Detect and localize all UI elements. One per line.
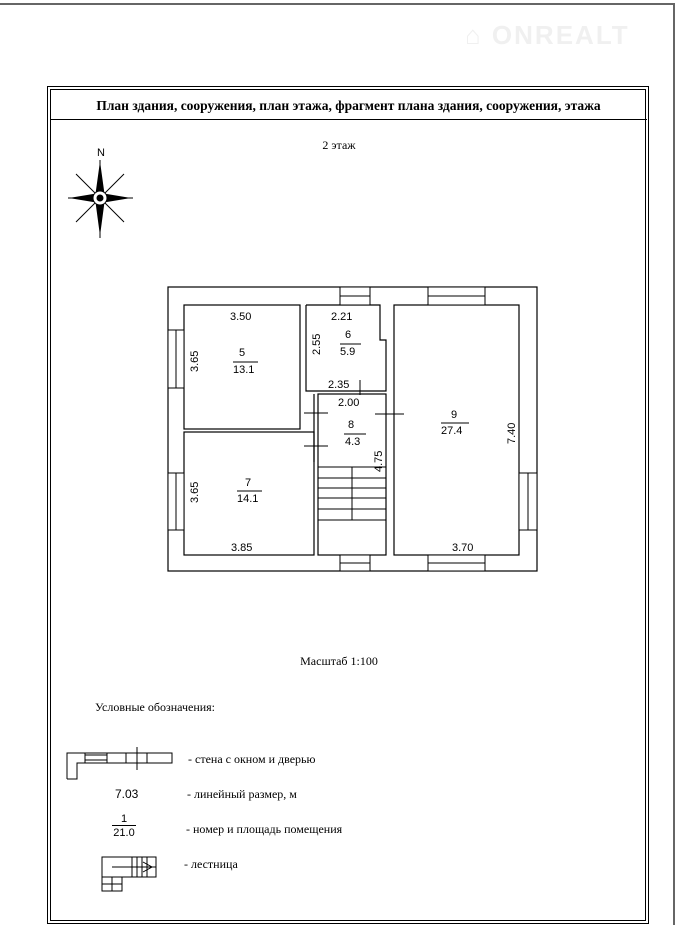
- svg-text:3.50: 3.50: [230, 311, 251, 323]
- svg-text:6: 6: [345, 329, 351, 341]
- legend-dimension-label: - линейный размер, м: [187, 787, 297, 801]
- compass-icon: N: [68, 147, 133, 238]
- svg-text:4.75: 4.75: [373, 451, 385, 472]
- svg-text:13.1: 13.1: [233, 364, 254, 376]
- svg-text:27.4: 27.4: [441, 425, 462, 437]
- svg-text:7.40: 7.40: [506, 423, 518, 444]
- page-border: [0, 3, 675, 925]
- svg-text:8: 8: [348, 419, 354, 431]
- svg-text:3.65: 3.65: [189, 351, 201, 372]
- room-6: 2.21 2.55 6 5.9 2.35: [311, 311, 361, 391]
- room-9: 9 27.4 3.70 7.40: [441, 409, 518, 554]
- svg-text:4.3: 4.3: [345, 436, 360, 448]
- legend-room-number-sample: 1: [112, 813, 136, 826]
- svg-text:7: 7: [245, 477, 251, 489]
- svg-text:2.00: 2.00: [338, 397, 359, 409]
- scale-label: Масштаб 1:100: [300, 654, 378, 668]
- svg-text:3.65: 3.65: [189, 482, 201, 503]
- svg-text:9: 9: [451, 409, 457, 421]
- legend-title: Условные обозначения:: [95, 700, 216, 714]
- page-title: План здания, сооружения, план этажа, фра…: [50, 92, 647, 120]
- room-8: 2.00 8 4.3 4.75: [338, 397, 385, 472]
- legend-stairs-icon: [101, 856, 157, 892]
- svg-text:2.35: 2.35: [328, 379, 349, 391]
- room-5: 3.50 3.65 5 13.1: [189, 311, 258, 376]
- legend-dimension-sample: 7.03: [115, 787, 139, 801]
- svg-text:5.9: 5.9: [340, 346, 355, 358]
- legend-wall-icon: [66, 747, 173, 780]
- windows: [167, 286, 538, 572]
- stairs: [318, 466, 386, 521]
- room-7: 7 14.1 3.85 3.65: [189, 477, 262, 554]
- legend-stairs-label: - лестница: [184, 857, 238, 871]
- svg-text:N: N: [97, 147, 105, 159]
- watermark-logo: ⌂ ONREALT: [465, 20, 630, 50]
- svg-text:2.21: 2.21: [331, 311, 352, 323]
- doors: [304, 380, 404, 447]
- floor-label: 2 этаж: [322, 138, 356, 152]
- svg-text:14.1: 14.1: [237, 493, 258, 505]
- legend-room-area-sample: 21.0: [113, 827, 135, 839]
- legend-wall-label: - стена с окном и дверью: [188, 752, 316, 766]
- svg-text:5: 5: [239, 347, 245, 359]
- svg-text:2.55: 2.55: [311, 334, 323, 355]
- svg-text:3.85: 3.85: [231, 542, 252, 554]
- svg-text:3.70: 3.70: [452, 542, 473, 554]
- legend-room-label: - номер и площадь помещения: [186, 822, 343, 836]
